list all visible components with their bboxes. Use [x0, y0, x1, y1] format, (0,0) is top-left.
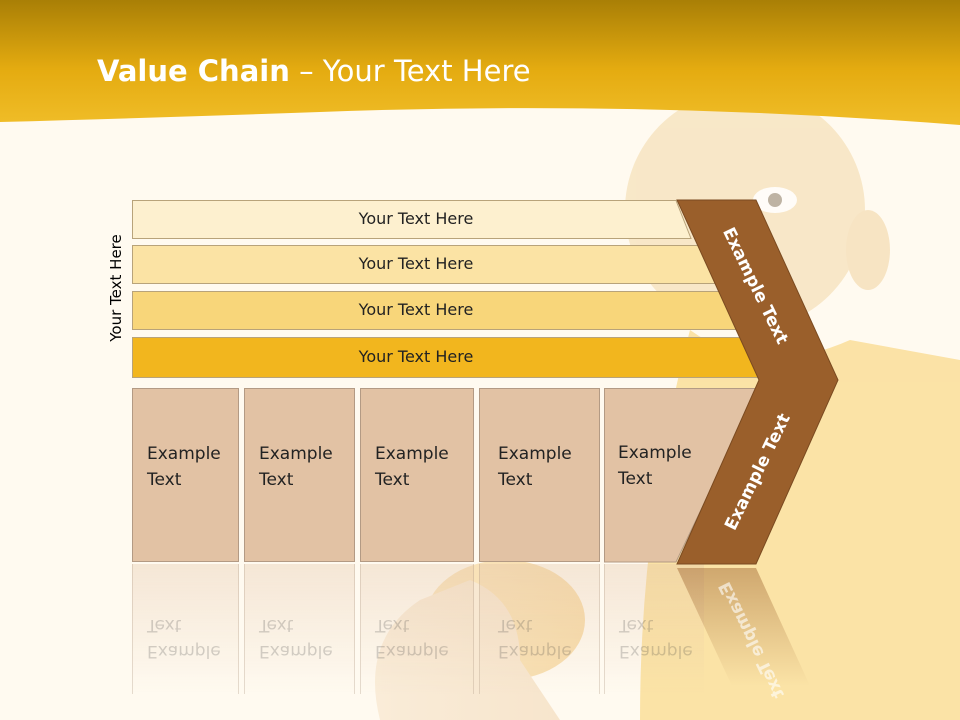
reflection-1: Example Text	[132, 564, 239, 694]
activity-box-5-shape	[604, 388, 760, 563]
value-bar-3-label: Your Text Here	[358, 300, 474, 319]
reflection-4: Example Text	[479, 564, 600, 694]
activity-box-5-label: Example Text	[618, 443, 692, 489]
activity-box-4: Example Text	[479, 388, 600, 562]
reflection-1-text: Example Text	[147, 615, 221, 661]
activity-box-5: Example Text	[604, 388, 704, 562]
reflection-3-text: Example Text	[375, 615, 449, 661]
reflection-2: Example Text	[244, 564, 355, 694]
value-chain-chevron	[676, 199, 839, 686]
activity-box-2: Example Text	[244, 388, 355, 562]
slide-title: Value Chain – Your Text Here	[97, 54, 531, 88]
value-bar-4-label: Your Text Here	[358, 347, 474, 366]
activity-box-3: Example Text	[360, 388, 474, 562]
activity-box-4-label: Example Text	[498, 444, 572, 490]
reflection-3: Example Text	[360, 564, 474, 694]
value-bar-2-label: Your Text Here	[358, 254, 474, 273]
reflection-2-text: Example Text	[259, 615, 333, 661]
reflection-4-text: Example Text	[498, 615, 572, 661]
side-label: Your Text Here	[107, 234, 125, 342]
activity-box-1-label: Example Text	[147, 444, 221, 490]
value-bar-1-label: Your Text Here	[358, 209, 474, 228]
activity-box-1: Example Text	[132, 388, 239, 562]
activity-box-3-label: Example Text	[375, 444, 449, 490]
activity-box-2-label: Example Text	[259, 444, 333, 490]
